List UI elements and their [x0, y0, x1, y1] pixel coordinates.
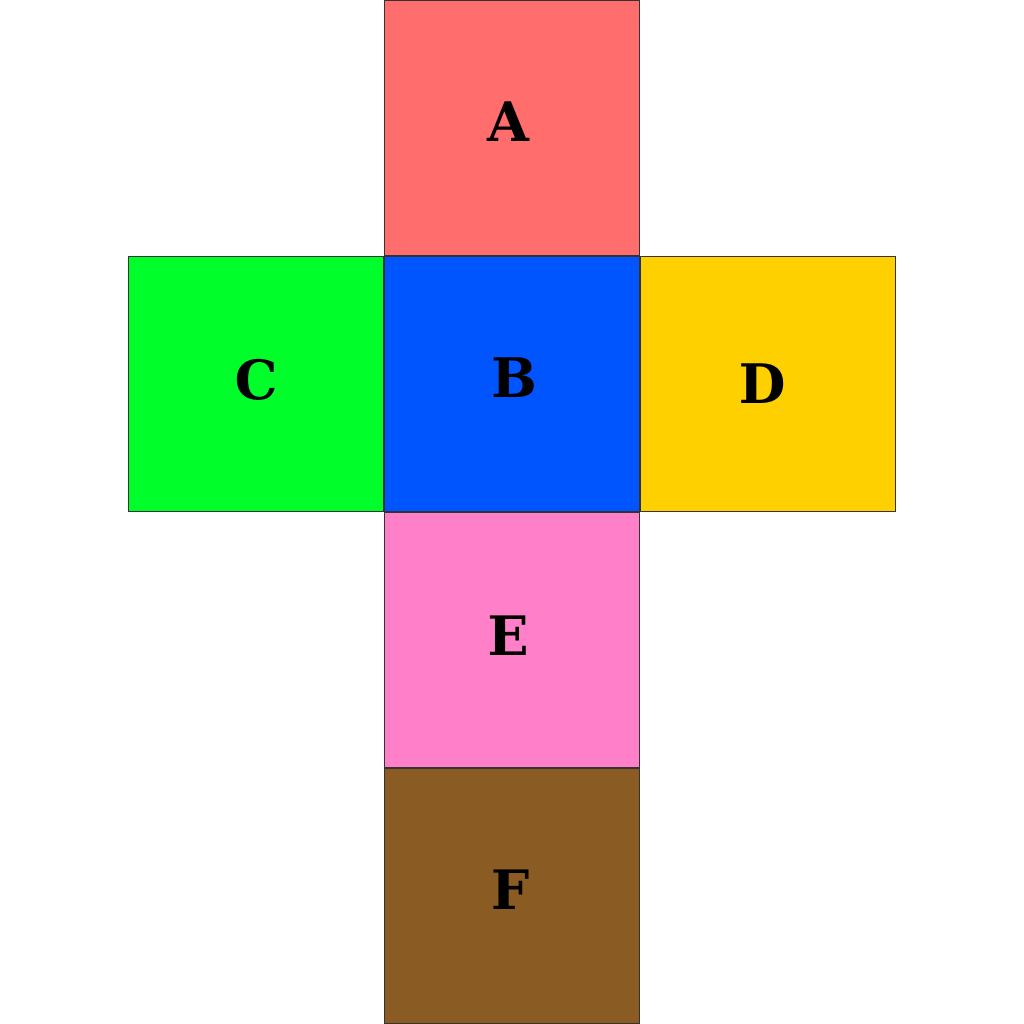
face-f: F — [384, 768, 640, 1024]
face-e-label: E — [487, 604, 529, 668]
face-e: E — [384, 512, 640, 768]
face-a: A — [384, 0, 640, 256]
face-f-label: F — [490, 858, 530, 922]
face-b: B — [384, 256, 640, 512]
face-d: D — [640, 256, 896, 512]
face-a-label: A — [487, 90, 529, 154]
face-b-label: B — [491, 346, 537, 410]
face-c-label: C — [234, 348, 278, 412]
face-d-label: D — [738, 352, 786, 416]
face-c: C — [128, 256, 384, 512]
